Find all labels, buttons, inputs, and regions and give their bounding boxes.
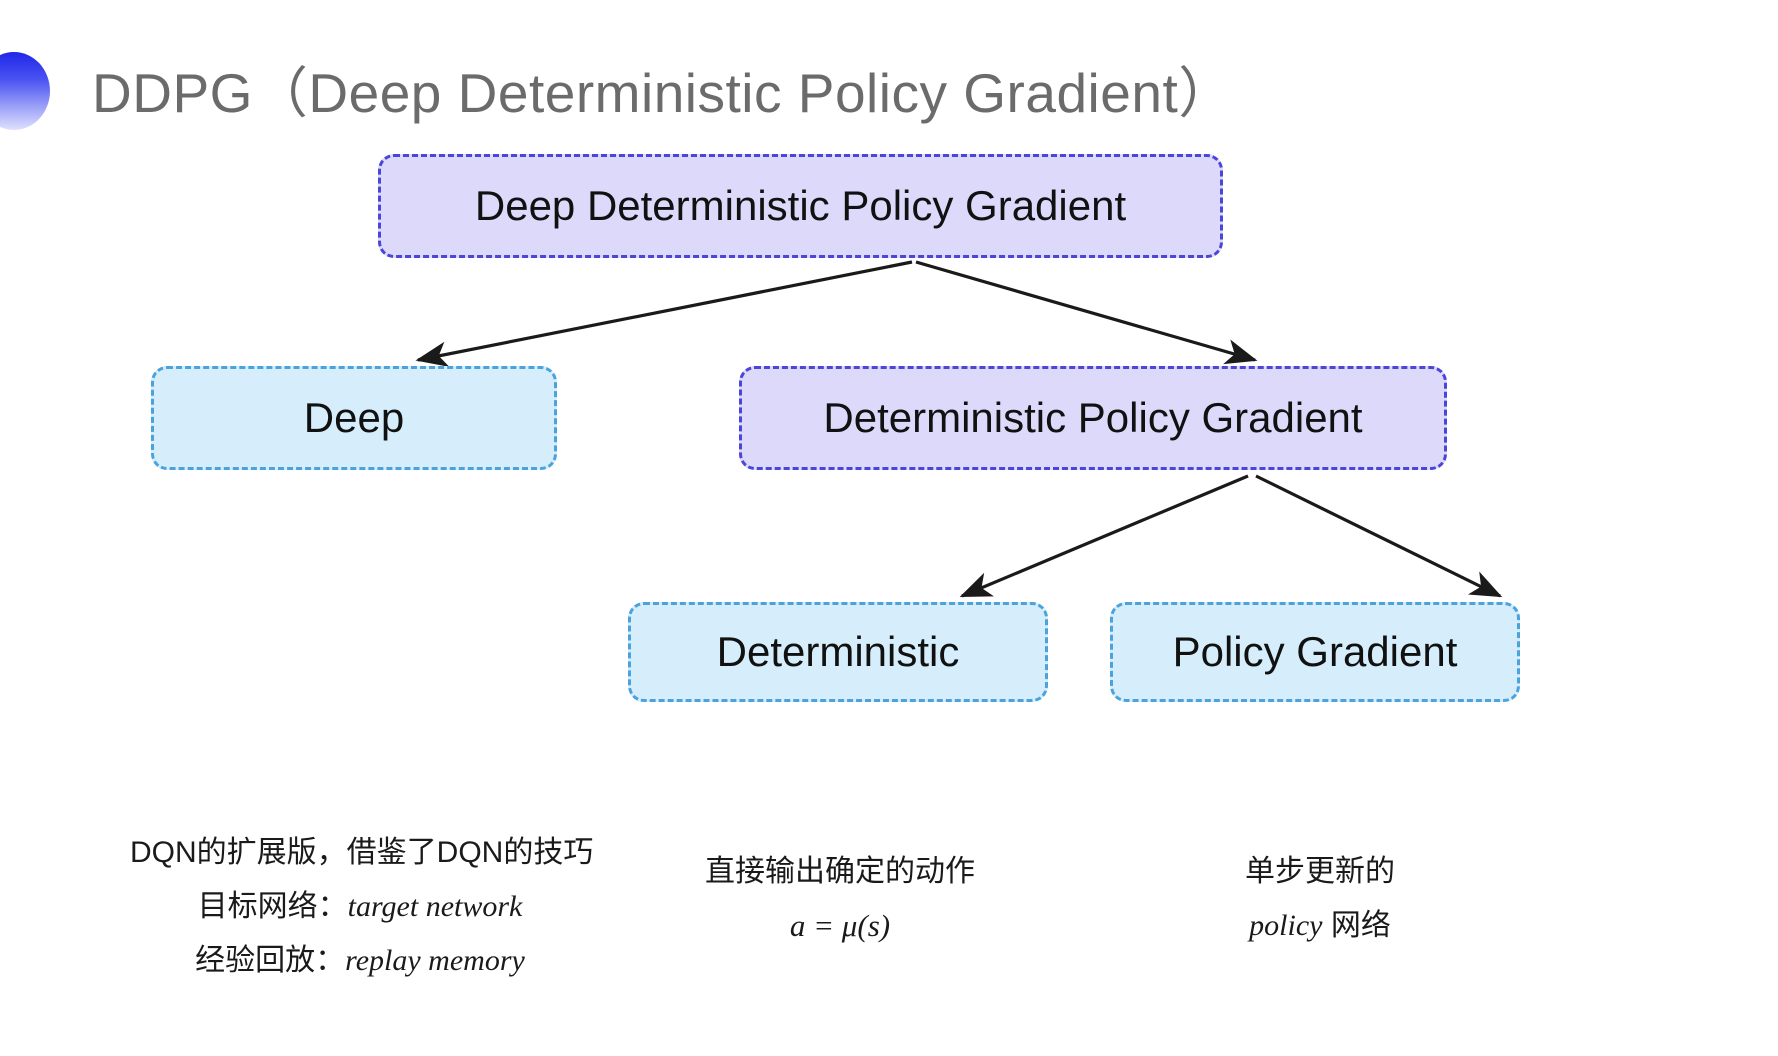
caption-deep-line3-label: 经验回放： bbox=[195, 944, 346, 977]
caption-deep-line2: 目标网络：target network bbox=[130, 880, 590, 934]
caption-deterministic: 直接输出确定的动作 a = μ(s) bbox=[640, 845, 1040, 953]
page-title: DDPG（Deep Deterministic Policy Gradient） bbox=[92, 62, 1234, 124]
caption-deep: DQN的扩展版，借鉴了DQN的技巧 目标网络：target network 经验… bbox=[130, 826, 594, 988]
caption-policy-gradient-line1: 单步更新的 bbox=[1245, 855, 1395, 888]
caption-deterministic-line1: 直接输出确定的动作 bbox=[705, 855, 975, 888]
caption-deterministic-formula: a = μ(s) bbox=[789, 908, 891, 943]
caption-policy-gradient: 单步更新的 policy 网络 bbox=[1120, 845, 1520, 953]
node-policy-gradient[interactable]: Policy Gradient bbox=[1110, 602, 1520, 702]
edge-dpg-to-deterministic bbox=[959, 474, 1249, 598]
edge-root-to-dpg bbox=[915, 260, 1258, 365]
caption-deep-line2-label: 目标网络： bbox=[197, 890, 348, 923]
node-deterministic-policy-gradient[interactable]: Deterministic Policy Gradient bbox=[739, 366, 1447, 470]
caption-deep-line1: DQN的扩展版，借鉴了DQN的技巧 bbox=[130, 836, 594, 869]
caption-policy-gradient-tail: 网络 bbox=[1322, 909, 1391, 942]
node-deep[interactable]: Deep bbox=[151, 366, 557, 470]
caption-policy-gradient-term: policy bbox=[1249, 909, 1323, 942]
gradient-circle-bullet-icon bbox=[0, 52, 50, 130]
caption-deep-line2-term: target network bbox=[347, 890, 523, 923]
edge-root-to-deep bbox=[415, 260, 913, 367]
caption-policy-gradient-line2: policy 网络 bbox=[1120, 899, 1520, 953]
node-deterministic[interactable]: Deterministic bbox=[628, 602, 1048, 702]
caption-deep-line3: 经验回放：replay memory bbox=[130, 934, 590, 988]
node-deep-deterministic-policy-gradient[interactable]: Deep Deterministic Policy Gradient bbox=[378, 154, 1223, 258]
caption-deep-line3-term: replay memory bbox=[345, 944, 525, 977]
edge-dpg-to-policy-gradient bbox=[1255, 474, 1503, 598]
